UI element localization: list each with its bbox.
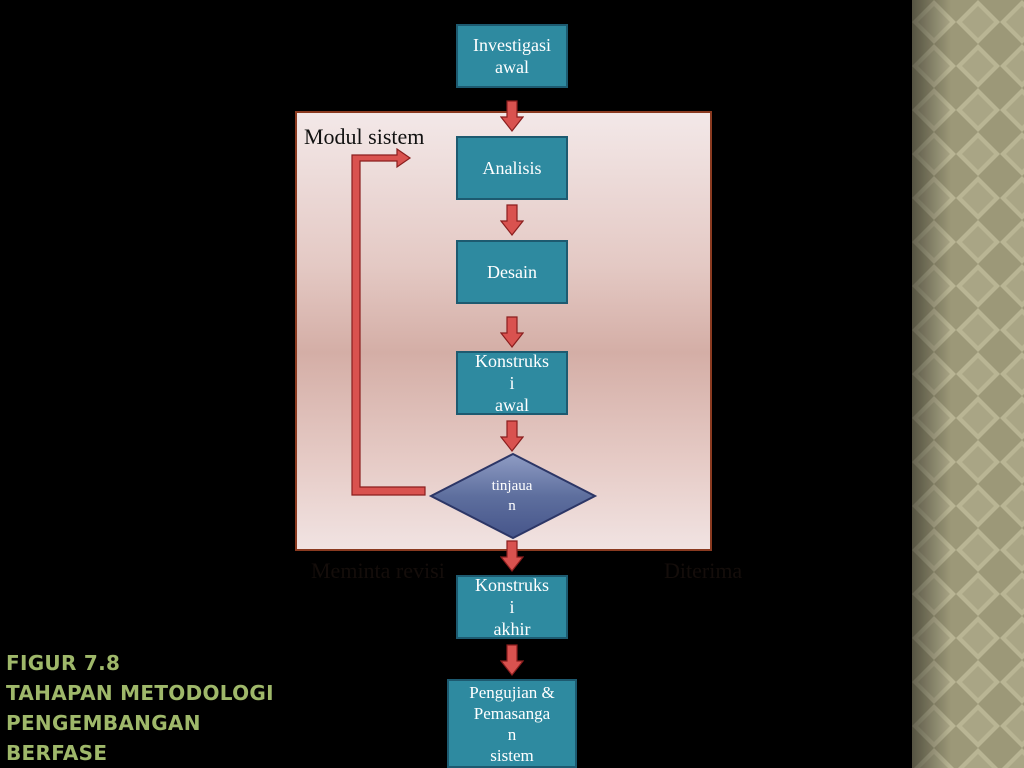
arrow-investigation-to-analysis (500, 100, 524, 132)
arrow-review-to-final (500, 540, 524, 572)
revision-loop-arrow (351, 148, 426, 496)
node-initial-investigation: Investigasi awal (456, 24, 568, 88)
edge-label-accepted: Diterima (664, 558, 743, 583)
edge-label-revision: Meminta revisi (311, 558, 445, 583)
caption-line-4: BERFASE (6, 741, 108, 765)
node-final-construction: Konstruks i akhir (456, 575, 568, 639)
caption-line-1: FIGUR 7.8 (6, 651, 121, 675)
arrow-analysis-to-design (500, 204, 524, 236)
review-diamond (428, 452, 598, 540)
node-analysis: Analisis (456, 136, 568, 200)
node-review-label: tinjaua n (491, 478, 533, 514)
node-testing-installation: Pengujian & Pemasanga n sistem (447, 679, 577, 768)
arrow-construction-to-review (500, 420, 524, 452)
node-initial-construction: Konstruks i awal (456, 351, 568, 415)
arrow-final-to-testing (500, 644, 524, 676)
arrow-design-to-construction (500, 316, 524, 348)
caption-line-2: TAHAPAN METODOLOGI (6, 681, 274, 705)
figure-caption: FIGUR 7.8 TAHAPAN METODOLOGI PENGEMBANGA… (6, 648, 274, 768)
module-label: Modul sistem (304, 124, 425, 149)
decorative-pattern-sidebar (912, 0, 1024, 768)
caption-line-3: PENGEMBANGAN (6, 711, 201, 735)
node-design: Desain (456, 240, 568, 304)
diagram-canvas: Modul sistem Investigasi awal Analisis D… (6, 24, 743, 768)
